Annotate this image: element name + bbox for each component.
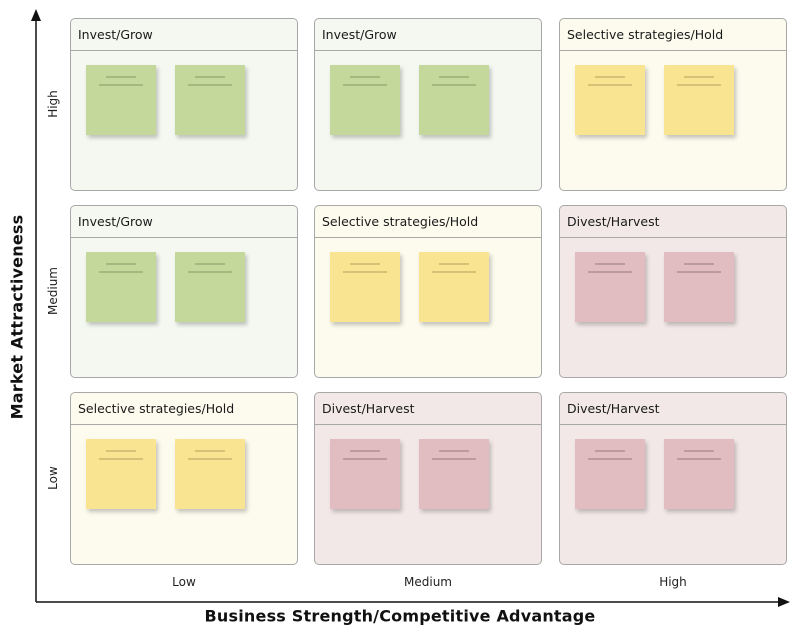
sticky-note[interactable] <box>175 65 245 135</box>
matrix-cell: Divest/Harvest <box>314 392 542 565</box>
matrix-cell: Divest/Harvest <box>559 392 787 565</box>
sticky-note[interactable] <box>86 252 156 322</box>
sticky-note[interactable] <box>419 65 489 135</box>
sticky-note[interactable] <box>575 439 645 509</box>
sticky-note[interactable] <box>330 439 400 509</box>
sticky-note[interactable] <box>575 252 645 322</box>
y-axis-title: Market Attractiveness <box>7 214 27 420</box>
sticky-note[interactable] <box>86 439 156 509</box>
cell-title: Divest/Harvest <box>560 206 786 238</box>
matrix-cell: Invest/Grow <box>70 205 298 378</box>
cell-title: Invest/Grow <box>71 206 297 238</box>
cell-title: Selective strategies/Hold <box>315 206 541 238</box>
cell-title: Divest/Harvest <box>560 393 786 425</box>
cell-title: Selective strategies/Hold <box>71 393 297 425</box>
x-axis-title: Business Strength/Competitive Advantage <box>204 606 596 626</box>
sticky-note[interactable] <box>664 439 734 509</box>
x-axis-arrow-icon <box>778 597 790 607</box>
row-label-medium: Medium <box>46 267 60 315</box>
sticky-note[interactable] <box>664 252 734 322</box>
row-label-high: High <box>46 90 60 118</box>
cell-title: Divest/Harvest <box>315 393 541 425</box>
sticky-note[interactable] <box>664 65 734 135</box>
sticky-note[interactable] <box>175 252 245 322</box>
matrix-cell: Selective strategies/Hold <box>314 205 542 378</box>
sticky-note[interactable] <box>86 65 156 135</box>
matrix-cell: Invest/Grow <box>70 18 298 191</box>
col-label-low: Low <box>172 575 196 589</box>
cell-title: Invest/Grow <box>315 19 541 51</box>
row-label-low: Low <box>46 466 60 490</box>
sticky-note[interactable] <box>330 65 400 135</box>
sticky-note[interactable] <box>175 439 245 509</box>
sticky-note[interactable] <box>575 65 645 135</box>
sticky-note[interactable] <box>330 252 400 322</box>
sticky-note[interactable] <box>419 252 489 322</box>
col-label-high: High <box>659 575 687 589</box>
cell-title: Invest/Grow <box>71 19 297 51</box>
col-label-medium: Medium <box>404 575 452 589</box>
matrix-cell: Selective strategies/Hold <box>70 392 298 565</box>
matrix-cell: Selective strategies/Hold <box>559 18 787 191</box>
matrix-cell: Divest/Harvest <box>559 205 787 378</box>
y-axis-arrow-icon <box>31 9 41 21</box>
sticky-note[interactable] <box>419 439 489 509</box>
cell-title: Selective strategies/Hold <box>560 19 786 51</box>
matrix-cell: Invest/Grow <box>314 18 542 191</box>
